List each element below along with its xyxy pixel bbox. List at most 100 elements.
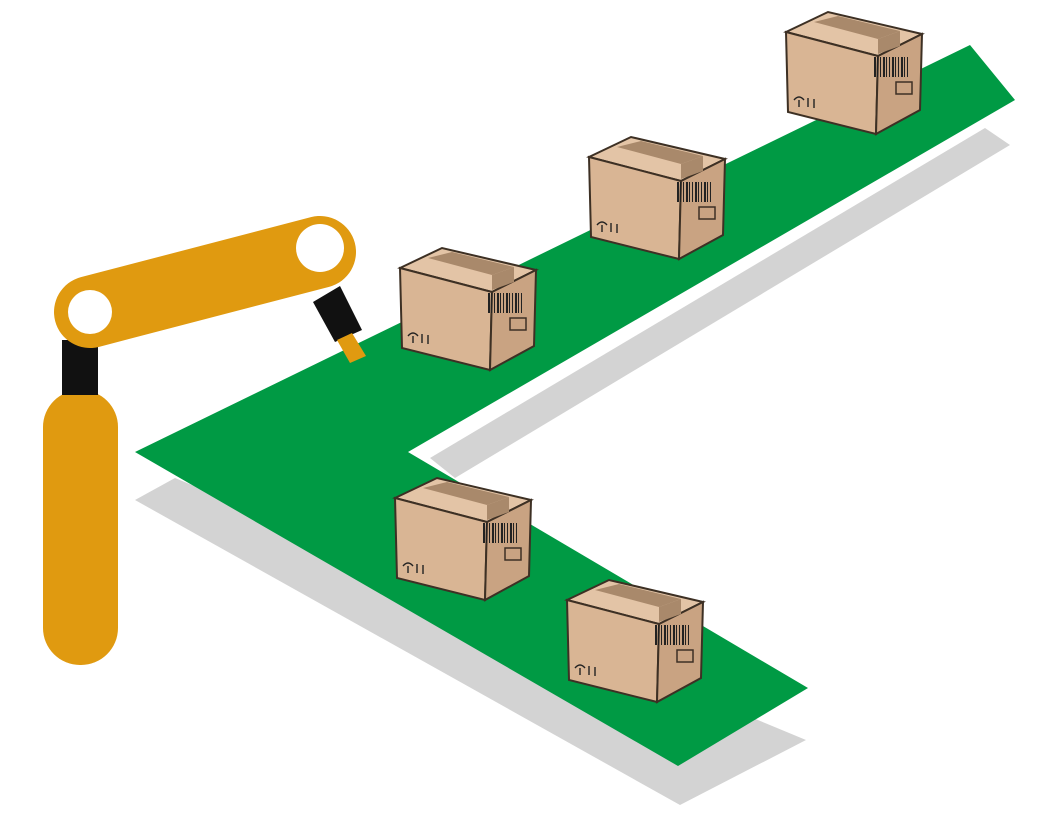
box-tape bbox=[428, 252, 514, 275]
umbrella-symbol bbox=[793, 96, 805, 101]
barcode-bar bbox=[670, 625, 671, 645]
barcode-bar bbox=[498, 523, 499, 543]
robot-joint-lower bbox=[62, 340, 98, 395]
box-label bbox=[895, 81, 913, 95]
barcode-bar bbox=[683, 182, 684, 202]
robot-wrist bbox=[313, 286, 362, 342]
barcode-bar bbox=[688, 625, 689, 645]
barcode-bar bbox=[516, 523, 517, 543]
barcode-bar bbox=[676, 625, 677, 645]
barcode-bar bbox=[488, 293, 490, 313]
box-tape bbox=[814, 16, 900, 39]
barcode-bar bbox=[898, 57, 899, 77]
barcode-bar bbox=[682, 625, 684, 645]
barcode-bar bbox=[886, 57, 887, 77]
conveyor-belt bbox=[135, 45, 1015, 766]
robot-joint-hole-left bbox=[68, 290, 112, 334]
box-label bbox=[698, 206, 716, 220]
barcode-bar bbox=[880, 57, 881, 77]
barcode-bar bbox=[655, 625, 657, 645]
box-side bbox=[874, 32, 924, 136]
cardboard-box-icon bbox=[586, 135, 728, 261]
barcode-bar bbox=[515, 293, 517, 313]
barcode-bar bbox=[521, 293, 522, 313]
umbrella-arrows-icon bbox=[407, 332, 429, 344]
barcode-bar bbox=[509, 293, 510, 313]
robot-base bbox=[43, 390, 118, 665]
umbrella-symbol bbox=[596, 221, 608, 226]
barcode-bar bbox=[486, 523, 487, 543]
barcode-icon bbox=[874, 57, 908, 77]
barcode-bar bbox=[677, 182, 679, 202]
barcode-bar bbox=[707, 182, 708, 202]
barcode-bar bbox=[492, 523, 494, 543]
barcode-bar bbox=[904, 57, 905, 77]
box-tape-side bbox=[878, 31, 900, 54]
barcode-bar bbox=[685, 625, 686, 645]
barcode-bar bbox=[510, 523, 512, 543]
barcode-bar bbox=[889, 57, 890, 77]
cardboard-box-icon bbox=[783, 10, 925, 136]
cardboard-box-icon bbox=[392, 476, 534, 602]
umbrella-arrows-icon bbox=[596, 221, 618, 233]
barcode-bar bbox=[501, 523, 503, 543]
umbrella-arrows-icon bbox=[574, 664, 596, 676]
box-tape-side bbox=[659, 599, 681, 622]
barcode-bar bbox=[701, 182, 702, 202]
box-tape-side bbox=[492, 267, 514, 290]
box-side bbox=[488, 268, 538, 372]
barcode-bar bbox=[661, 625, 662, 645]
barcode-bar bbox=[892, 57, 894, 77]
barcode-bar bbox=[658, 625, 659, 645]
barcode-bar bbox=[513, 523, 514, 543]
barcode-bar bbox=[673, 625, 675, 645]
barcode-bar bbox=[704, 182, 706, 202]
barcode-icon bbox=[655, 625, 689, 645]
barcode-bar bbox=[680, 182, 681, 202]
barcode-bar bbox=[664, 625, 666, 645]
barcode-bar bbox=[504, 523, 505, 543]
barcode-bar bbox=[901, 57, 903, 77]
barcode-bar bbox=[877, 57, 878, 77]
barcode-icon bbox=[488, 293, 522, 313]
barcode-icon bbox=[483, 523, 517, 543]
umbrella-arrows-icon bbox=[793, 96, 815, 108]
barcode-bar bbox=[491, 293, 492, 313]
boxes-layer bbox=[392, 10, 925, 704]
barcode-bar bbox=[686, 182, 688, 202]
barcode-bar bbox=[495, 523, 496, 543]
box-side bbox=[483, 498, 533, 602]
robot-gripper bbox=[337, 333, 366, 363]
barcode-bar bbox=[895, 57, 896, 77]
robot-upper-arm bbox=[54, 216, 356, 348]
barcode-bar bbox=[500, 293, 501, 313]
barcode-bar bbox=[907, 57, 908, 77]
box-label bbox=[509, 317, 527, 331]
robot-joint-hole-right bbox=[296, 224, 344, 272]
barcode-bar bbox=[483, 523, 485, 543]
umbrella-symbol bbox=[402, 562, 414, 567]
barcode-bar bbox=[679, 625, 680, 645]
barcode-bar bbox=[698, 182, 699, 202]
robot-arm-icon bbox=[43, 216, 366, 665]
barcode-bar bbox=[497, 293, 499, 313]
barcode-bar bbox=[512, 293, 513, 313]
umbrella-symbol bbox=[574, 664, 586, 669]
barcode-bar bbox=[667, 625, 668, 645]
belt-surface bbox=[135, 45, 1015, 766]
umbrella-symbol bbox=[407, 332, 419, 337]
box-tape-side bbox=[487, 497, 509, 520]
box-label bbox=[504, 547, 522, 561]
barcode-bar bbox=[692, 182, 693, 202]
barcode-bar bbox=[689, 182, 690, 202]
barcode-bar bbox=[518, 293, 519, 313]
barcode-bar bbox=[695, 182, 697, 202]
barcode-bar bbox=[874, 57, 876, 77]
box-tape bbox=[595, 584, 681, 607]
barcode-bar bbox=[503, 293, 504, 313]
cardboard-box-icon bbox=[397, 246, 539, 372]
box-tape bbox=[617, 141, 703, 164]
box-label bbox=[676, 649, 694, 663]
box-tape-side bbox=[681, 156, 703, 179]
